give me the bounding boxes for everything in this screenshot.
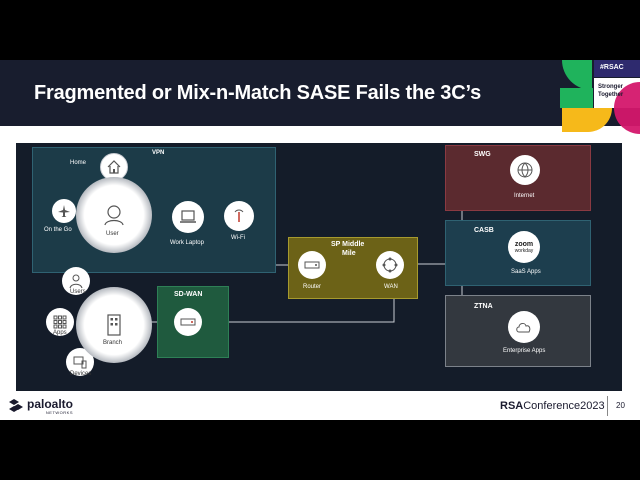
wifi-label: Wi-Fi [231,235,245,241]
footer: paloalto NETWORKS RSAConference2023 20 [0,391,640,420]
rsa-conference-logo: RSAConference2023 [500,400,605,412]
airplane-icon [58,205,70,217]
sdwan-title: SD-WAN [174,291,203,298]
internet-label: Internet [514,193,535,199]
work-laptop-label: Work Laptop [170,240,204,246]
devices-label: Devices [70,371,92,377]
building-icon [107,314,121,336]
home-label: Home [70,160,87,166]
workday-logo: workday [514,247,534,254]
enterprise-apps-node [508,311,540,343]
travel-node [52,199,76,223]
apps-node [46,308,74,336]
users-icon [69,274,83,289]
rsa-text: RSA [500,400,524,412]
router-icon [304,261,320,269]
wan-node [376,251,404,279]
footer-divider [607,396,608,416]
slide-title: Fragmented or Mix-n-Match SASE Fails the… [34,82,482,104]
internet-node [510,155,540,185]
internet-globe-icon [517,162,533,178]
wan-label: WAN [384,284,398,290]
users-label: Users [70,289,86,295]
user-node [86,187,142,243]
rsac-tagline-1: Stronger [598,84,624,90]
sdwan-router-icon [180,318,196,326]
house-icon [107,160,121,174]
wifi-router-icon [234,209,244,222]
wifi-node [224,201,254,231]
saas-apps-label: SaaS Apps [511,269,541,275]
rsac-badge: #RSAC Stronger Together [560,60,640,140]
page-number: 20 [616,401,625,410]
paloalto-logo-text: paloalto [27,396,74,411]
laptop-node [172,201,204,233]
rsac-badge-graphic [560,60,640,134]
conference-text: Conference2023 [523,400,605,412]
branch-label: Branch [103,340,123,346]
router-node [298,251,326,279]
sdwan-node [174,308,202,336]
users-node [62,267,90,295]
wan-network-icon [382,257,398,273]
user-label: User [106,231,119,237]
saas-node: zoom workday [508,231,540,263]
sp-title-2: Mile [342,250,356,257]
paloalto-logo: paloalto NETWORKS [8,395,73,417]
swg-title: SWG [474,151,491,158]
paloalto-logo-sub: NETWORKS [45,409,74,415]
paloalto-mark-icon [9,399,23,412]
ztna-title: ZTNA [474,303,493,310]
vpn-title: VPN [152,150,165,156]
on-the-go-label: On the Go [44,227,72,233]
sp-title-1: SP Middle [331,241,365,248]
slide: Fragmented or Mix-n-Match SASE Fails the… [0,60,640,420]
title-bar: Fragmented or Mix-n-Match SASE Fails the… [0,60,640,126]
casb-title: CASB [474,227,494,234]
router-label: Router [303,284,322,290]
rsac-tagline-2: Together [598,92,624,98]
enterprise-apps-label: Enterprise Apps [503,348,546,354]
cloud-apps-icon [516,323,531,333]
apps-grid-icon [53,315,67,329]
laptop-icon [180,210,196,223]
rsac-hashtag: #RSAC [600,64,624,71]
zoom-logo: zoom [514,240,534,248]
diagram-panel: VPN Home On the Go User Work Laptop Wi-F… [16,143,622,391]
user-icon [104,205,124,226]
devices-icon [73,356,87,369]
apps-label: Apps [53,330,67,336]
ztna-box [445,295,591,367]
branch-node [86,297,142,353]
